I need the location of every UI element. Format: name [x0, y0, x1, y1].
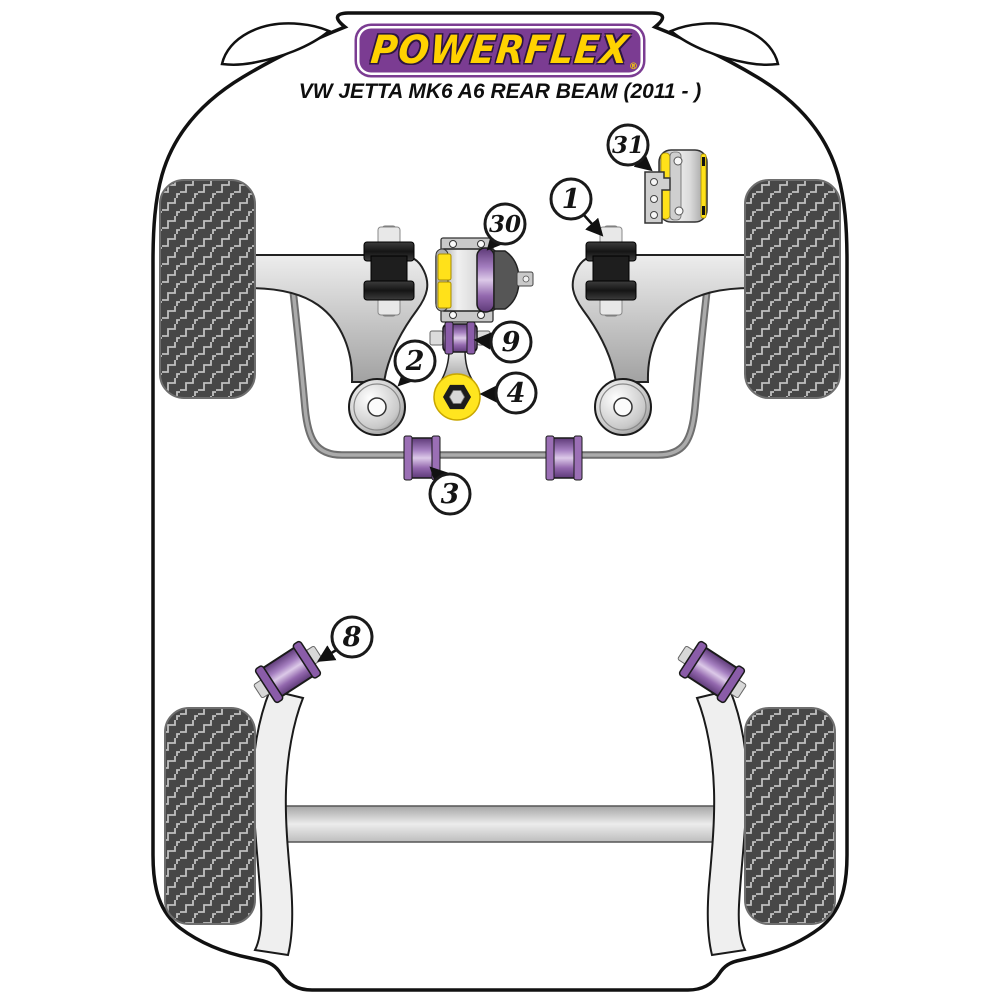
callout-8: 8: [330, 615, 374, 659]
callout-1: 1: [549, 177, 593, 221]
bolt-nut-bottom: [599, 297, 623, 316]
upper-mount: [644, 149, 708, 224]
wheel-rear-left: [164, 707, 256, 925]
bolt-nut-top: [377, 226, 401, 245]
dogbone-nub-left: [429, 330, 444, 346]
trailing-arm-bushing-left: [253, 640, 323, 704]
callout-8-circle: [330, 615, 374, 659]
front-arm-rear-bushing-right: [594, 378, 652, 436]
bushing-flange: [716, 665, 746, 704]
anti-roll-bar-highlight: [291, 289, 709, 457]
callout-31: 31: [606, 123, 650, 167]
callout-4-circle: [494, 371, 538, 415]
anti-roll-bar: [289, 289, 711, 459]
trailing-arm-bushing-right: [677, 640, 747, 704]
callout-9-number: 9: [502, 327, 521, 358]
callout-30-number: 30: [489, 211, 521, 238]
bushing-bore-left: [367, 397, 387, 417]
bushing-flange: [292, 640, 322, 679]
callout-1-number: 1: [562, 184, 581, 215]
wheel-rear-right: [744, 707, 836, 925]
callout-30: 30: [483, 202, 527, 246]
powerflex-logo: POWERFLEX ®: [357, 26, 643, 75]
bushing-flange: [678, 640, 708, 679]
arb-bushing-flange-left: [403, 435, 413, 481]
bolt-nut-top: [599, 226, 623, 245]
mount-hole: [449, 311, 457, 319]
mount-tab-hole: [522, 275, 530, 283]
callout-3-circle: [428, 472, 472, 516]
callout-9-arrow: [473, 332, 492, 350]
bracket-hole: [650, 211, 658, 219]
upper-mount-tick: [702, 157, 705, 166]
bushing-flange: [254, 665, 284, 704]
dogbone-flange-left: [444, 321, 454, 355]
arb-bushing-left: [403, 435, 441, 481]
callout-2-circle: [393, 339, 437, 383]
arb-bushing-right: [545, 435, 583, 481]
callout-3: 3: [428, 472, 472, 516]
mount-yellow-pad-bottom: [437, 281, 452, 309]
callout-3-number: 3: [441, 479, 460, 510]
mount-purple-ring: [476, 247, 495, 313]
rear-beam: [274, 805, 726, 843]
callout-1-arrow: [582, 213, 604, 237]
callout-30-circle: [483, 202, 527, 246]
callout-31-circle: [606, 123, 650, 167]
callout-9: 9: [489, 320, 533, 364]
front-arm-front-bushing-left: [363, 225, 415, 317]
callout-4: 4: [494, 371, 538, 415]
bracket-hole: [650, 195, 658, 203]
arb-bushing-flange-right: [573, 435, 583, 481]
callout-2-number: 2: [405, 346, 425, 377]
bolt-nut-bottom: [377, 297, 401, 316]
callout-2: 2: [393, 339, 437, 383]
powerflex-logo-text: POWERFLEX: [368, 27, 632, 73]
callout-9-circle: [489, 320, 533, 364]
mount-hole: [449, 240, 457, 248]
bushing-flange-bottom: [363, 280, 415, 301]
diagram-title: VW JETTA MK6 A6 REAR BEAM (2011 - ): [298, 80, 702, 103]
callout-8-arrow: [317, 645, 339, 662]
front-arm-rear-bushing-left: [348, 378, 406, 436]
front-arm-front-bushing-right: [585, 225, 637, 317]
arb-bushing-flange-left: [545, 435, 555, 481]
mount-hole: [477, 240, 485, 248]
callout-4-number: 4: [507, 378, 526, 409]
callout-8-number: 8: [342, 622, 362, 653]
registered-trademark-icon: ®: [629, 62, 638, 72]
upper-mount-yellow-sliver: [700, 153, 707, 219]
dogbone-nub-right: [476, 330, 491, 346]
mount-yellow-pad-top: [437, 253, 452, 281]
callout-1-circle: [549, 177, 593, 221]
upper-mount-hole-bottom: [674, 206, 684, 216]
bracket-hole: [650, 178, 658, 186]
bushing-bore-right: [613, 397, 633, 417]
dogbone-hex-bore: [449, 390, 465, 404]
upper-mount-tick: [702, 206, 705, 215]
wheel-front-left: [159, 179, 256, 399]
bushing-flange-bottom: [585, 280, 637, 301]
left-mirror: [220, 22, 332, 66]
engine-mount: [435, 237, 534, 323]
wheel-front-right: [744, 179, 841, 399]
upper-mount-hole-top: [673, 156, 683, 166]
right-mirror: [668, 22, 780, 66]
callout-31-number: 31: [612, 132, 644, 159]
dogbone-flange-right: [466, 321, 476, 355]
